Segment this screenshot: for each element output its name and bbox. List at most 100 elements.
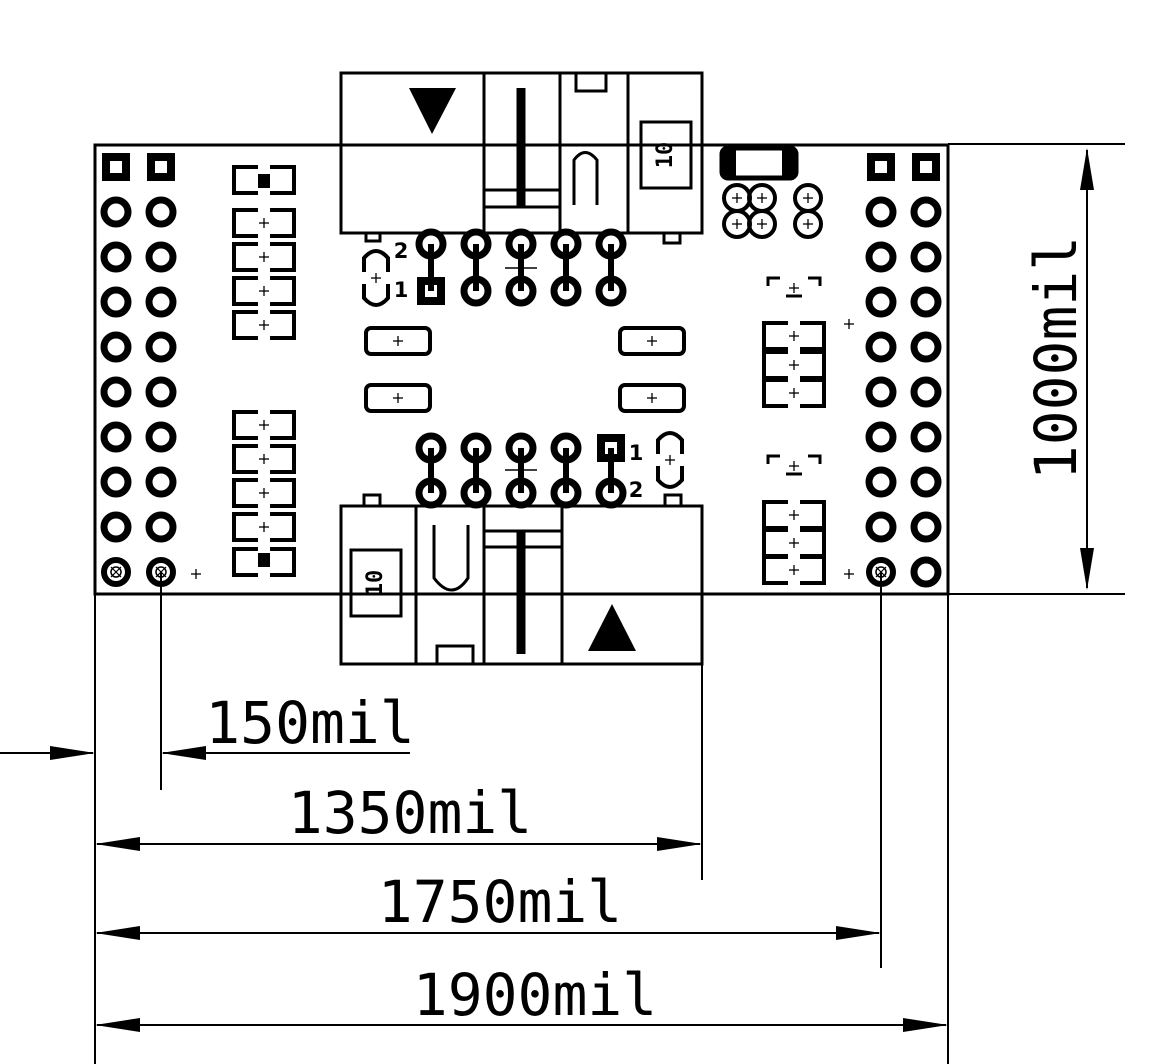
arrow-left-icon <box>95 926 140 940</box>
left-col-b-pad <box>145 241 177 273</box>
right-col-b-pad <box>910 511 942 543</box>
resistor-footprint <box>232 478 296 508</box>
right-col-b-pad <box>910 331 942 363</box>
pad-bracket <box>232 478 258 508</box>
top-pin1-label: 1 <box>394 278 409 302</box>
pad-hole <box>155 161 167 173</box>
resistor-footprint <box>232 410 296 440</box>
right-col-b-pad <box>910 556 942 588</box>
dimension-1000-label: 1000mil <box>1022 236 1090 480</box>
resistor-footprint <box>232 276 296 306</box>
left-col-b-pad <box>145 196 177 228</box>
pad-bracket <box>800 378 826 408</box>
dimension-150-label: 150mil <box>205 689 415 757</box>
pad-bracket <box>762 555 788 585</box>
pad-bracket <box>762 378 788 408</box>
right-col-a-pad <box>865 241 897 273</box>
bottom-pin1-label: 1 <box>629 441 644 465</box>
bracket <box>808 276 822 286</box>
right-col-a-pad <box>865 331 897 363</box>
pad-bracket <box>762 350 788 380</box>
pad-bracket <box>762 500 788 530</box>
pad-bracket <box>800 500 826 530</box>
left-col-a-pad <box>100 376 132 408</box>
right-col-b-pad <box>910 466 942 498</box>
small-cap <box>656 431 684 489</box>
left-col-a-pad <box>100 511 132 543</box>
capacitor-footprint <box>762 555 826 585</box>
right-col-b-pad <box>910 196 942 228</box>
capacitor-footprint <box>762 378 826 408</box>
left-col-a-pad <box>100 196 132 228</box>
pad-bracket <box>656 431 684 454</box>
pad-bracket <box>232 410 258 440</box>
capacitor-footprint <box>762 528 826 558</box>
pad-hole <box>920 161 932 173</box>
crystal-pad <box>618 383 686 413</box>
pad-bracket <box>232 512 258 542</box>
pad-bracket <box>270 444 296 474</box>
pad-bracket <box>270 242 296 272</box>
resistor-footprint <box>232 208 296 238</box>
pad-bracket <box>270 410 296 440</box>
arrow-left-icon <box>161 746 206 760</box>
pad-bracket <box>232 547 258 577</box>
arrow-left-icon <box>95 837 140 851</box>
tantalum-polarity <box>782 148 796 178</box>
dimension-1350-label: 1350mil <box>288 779 532 847</box>
pad-bracket <box>762 528 788 558</box>
right-col-b-pad <box>910 286 942 318</box>
capacitor-footprint <box>762 500 826 530</box>
crystal-pad <box>618 326 686 356</box>
cap-pad <box>747 209 777 239</box>
dimension-arrows <box>50 148 1094 1032</box>
pad-bracket <box>270 208 296 238</box>
pad-bracket <box>800 321 826 351</box>
small-cap <box>362 249 390 307</box>
arrow-right-icon <box>836 926 881 940</box>
top-pin2-label: 2 <box>394 239 409 263</box>
pad-bracket <box>362 284 390 307</box>
left-col-a-pad <box>100 466 132 498</box>
dimension-1750-label: 1750mil <box>378 868 622 936</box>
left-col-b-pad <box>145 421 177 453</box>
resistor-footprint <box>232 444 296 474</box>
left-col-b-pad <box>145 376 177 408</box>
pad-bracket <box>270 512 296 542</box>
right-col-b-pad <box>910 376 942 408</box>
bottom-pin2-label: 2 <box>629 478 644 502</box>
capacitor-footprint <box>762 321 826 351</box>
left-col-b-pad <box>145 466 177 498</box>
cap-pad <box>793 209 823 239</box>
sot-footprint <box>766 454 822 476</box>
resistor-footprint <box>232 512 296 542</box>
arrow-right-icon <box>50 746 95 760</box>
led-marker <box>258 174 270 188</box>
right-col-a-pad <box>865 421 897 453</box>
right-col-b-pad <box>910 421 942 453</box>
left-col-a-pad <box>100 241 132 273</box>
bracket <box>808 454 822 464</box>
arrow-right-icon <box>657 837 702 851</box>
left-col-a-pad <box>100 331 132 363</box>
pad-bracket <box>656 466 684 489</box>
left-col-a-pad <box>100 286 132 318</box>
crystal-pad <box>364 383 432 413</box>
top-connector-label: 10 <box>653 142 678 169</box>
header-pads <box>100 153 942 588</box>
right-col-a-pad <box>865 286 897 318</box>
triangle-down-icon <box>409 88 456 134</box>
tantalum-polarity <box>722 148 736 178</box>
pad-bracket <box>762 321 788 351</box>
left-col-b-pad <box>145 511 177 543</box>
sot-footprint <box>766 276 822 298</box>
pad-hole <box>875 161 887 173</box>
resistor-footprint <box>232 310 296 340</box>
triangle-up-icon <box>588 604 636 651</box>
pad-bracket <box>270 310 296 340</box>
arrow-left-icon <box>95 1018 140 1032</box>
hole-mark <box>110 566 122 578</box>
hole-mark <box>875 566 887 578</box>
right-col-b-pad <box>910 241 942 273</box>
